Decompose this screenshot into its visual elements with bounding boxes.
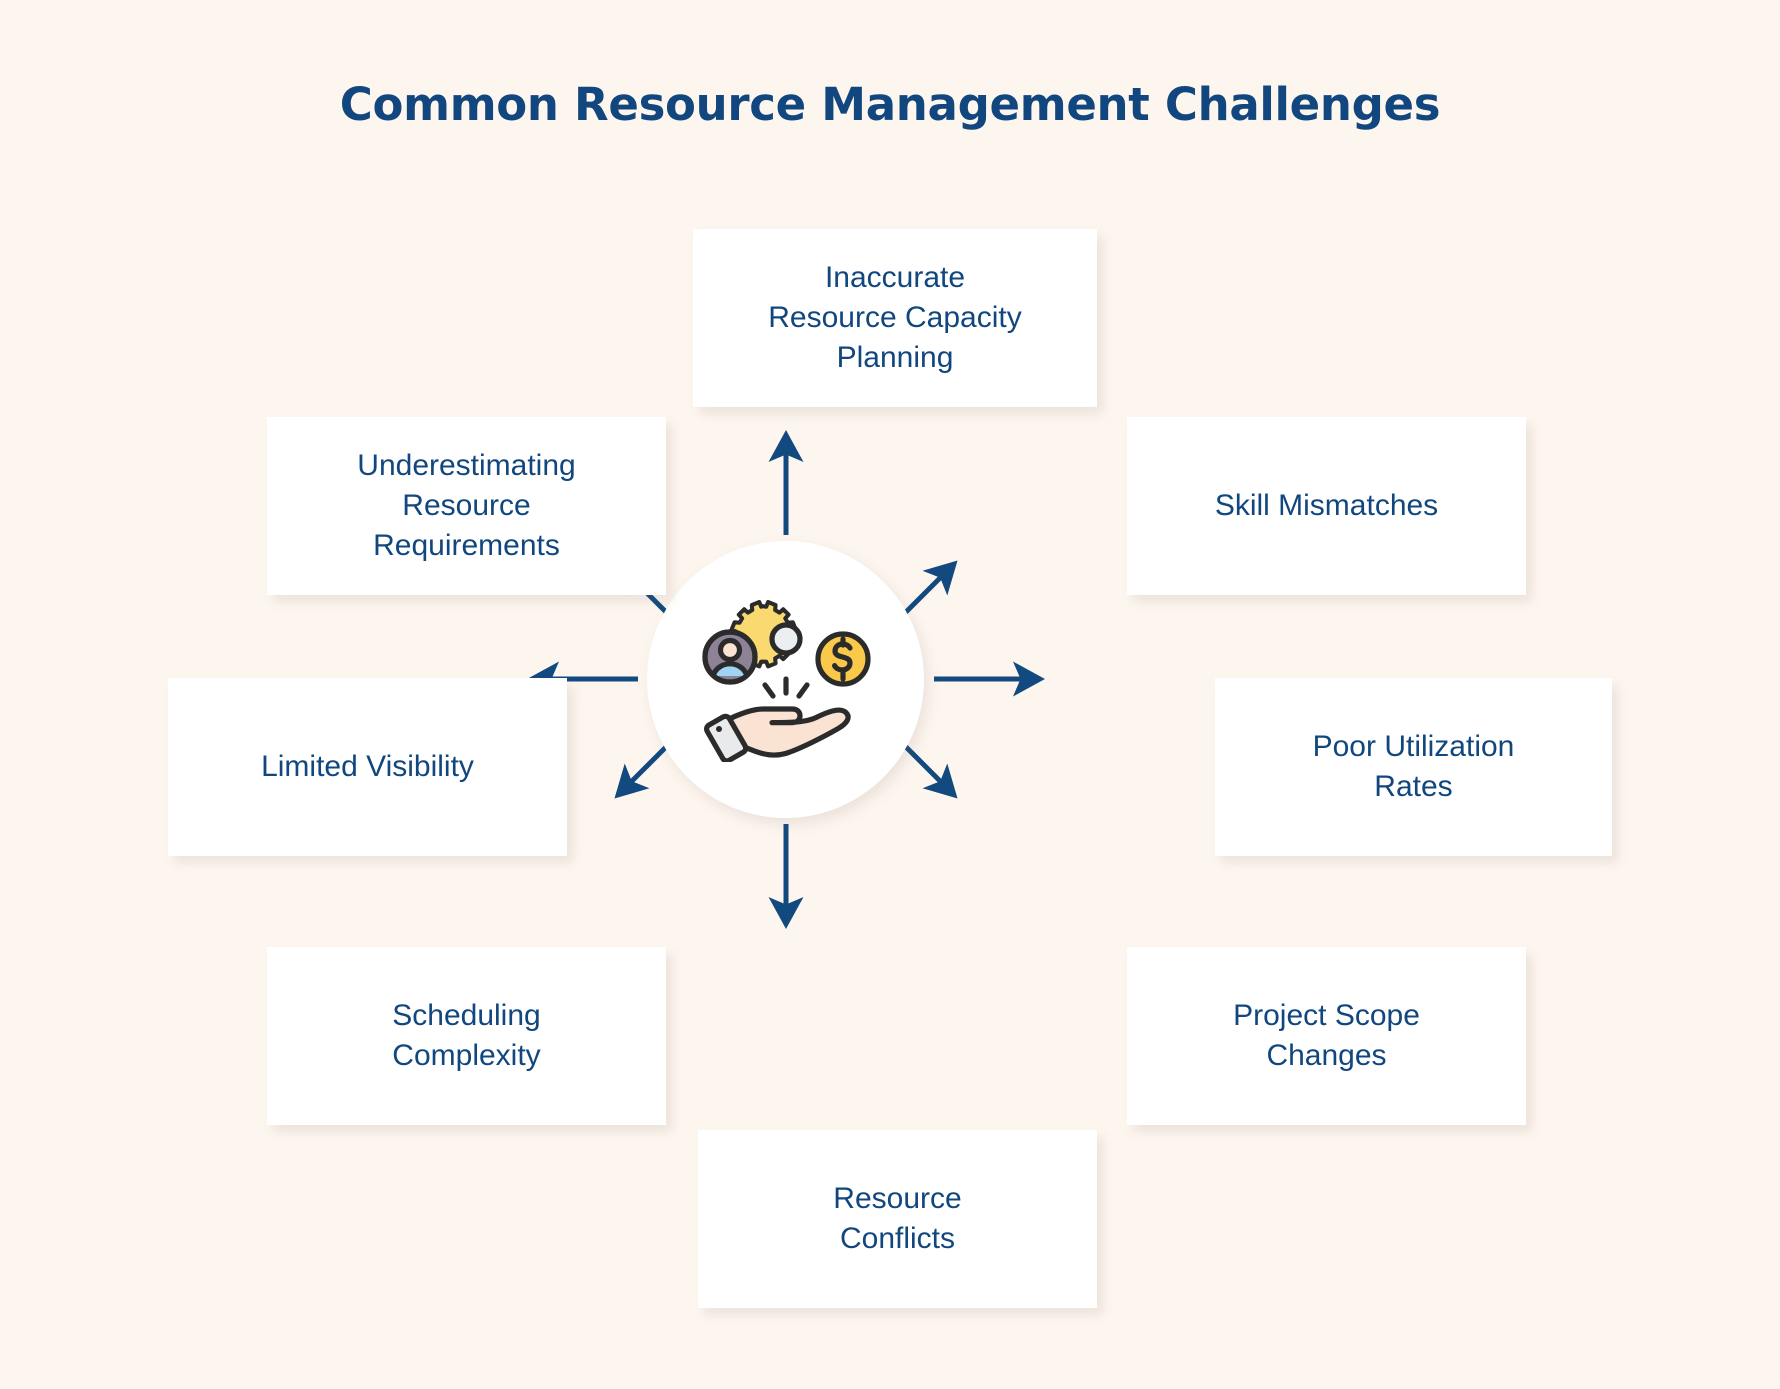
card-line: Resource Capacity [768,301,1022,335]
card-line: Conflicts [839,1222,956,1255]
center-hub [647,541,924,818]
card-line: Limited Visibility [261,750,474,784]
challenge-card-skill-mismatches[interactable]: Skill Mismatches [1127,417,1526,595]
card-line: Complexity [392,1039,541,1072]
sparkle-rays-icon [761,676,810,699]
card-line: Requirements [373,528,560,562]
card-line: Project Scope [1233,999,1420,1033]
card-line: Resource [833,1182,962,1216]
card-line: Skill Mismatches [1214,489,1439,523]
user-avatar-icon [701,629,758,685]
challenge-card-underestimating-resource-requirements[interactable]: Underestimating Resource Requirements [267,417,666,595]
card-line: Underestimating [357,449,576,483]
challenge-card-limited-visibility[interactable]: Limited Visibility [168,678,567,856]
challenge-card-poor-utilization-rates[interactable]: Poor Utilization Rates [1215,678,1612,856]
card-line: Inaccurate [824,261,966,295]
card-line: Scheduling [392,999,541,1033]
card-line: Changes [1266,1039,1387,1072]
open-hand-icon [703,706,851,762]
challenge-card-project-scope-changes[interactable]: Project Scope Changes [1127,947,1526,1125]
page-title: Common Resource Management Challenges [339,78,1441,131]
card-line: Planning [836,340,954,374]
dollar-coin-icon [814,631,871,687]
card-line: Poor Utilization [1312,730,1515,764]
challenge-card-scheduling-complexity[interactable]: Scheduling Complexity [267,947,666,1125]
challenge-card-resource-conflicts[interactable]: Resource Conflicts [698,1130,1097,1308]
resource-management-hand-icon [701,599,871,762]
card-line: Resource [402,489,531,523]
card-line: Rates [1374,770,1453,803]
challenge-card-inaccurate-resource-capacity-planning[interactable]: Inaccurate Resource Capacity Planning [693,229,1097,407]
